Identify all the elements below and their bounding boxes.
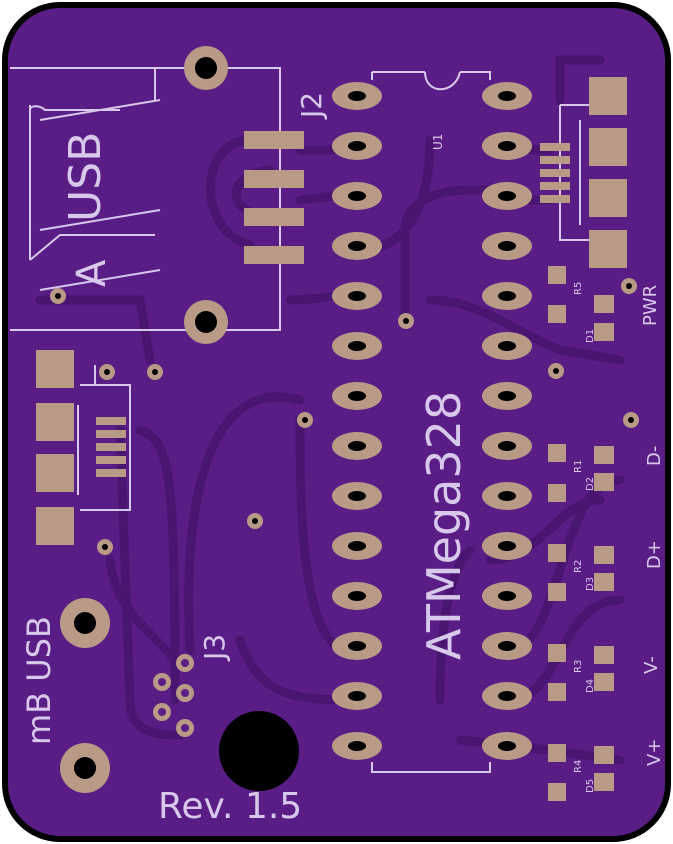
ic-pad-hole [498, 141, 516, 151]
d-plus-label: D+ [644, 540, 665, 569]
ic-pad-hole [348, 341, 366, 351]
v-plus-label: V+ [644, 739, 665, 766]
ic-pad-hole [348, 291, 366, 301]
ic-pad-hole [348, 241, 366, 251]
ic-pad-hole [348, 491, 366, 501]
usb-a-label: USB [60, 132, 111, 222]
u1-label: U1 [431, 134, 445, 150]
j2-pads [244, 131, 304, 264]
mounting-hole-large [219, 711, 299, 791]
ic-pads [332, 82, 532, 760]
mb-usb-label: mB USB [20, 616, 58, 745]
vias [50, 278, 639, 555]
v-minus-label: V- [641, 656, 662, 674]
mcu-label: ATMega328 [417, 391, 471, 660]
svg-text:D4: D4 [585, 679, 596, 693]
svg-text:D1: D1 [585, 329, 596, 343]
ic-pad-hole [348, 91, 366, 101]
svg-text:R3: R3 [573, 660, 584, 673]
ic-pad-hole [348, 741, 366, 751]
j3-label: J3 [198, 634, 231, 662]
ic-pad-hole [498, 291, 516, 301]
svg-text:D5: D5 [585, 779, 596, 793]
svg-text:R4: R4 [573, 760, 584, 773]
ic-pad-hole [498, 491, 516, 501]
component-designators: R5 D1 R1 D2 R2 D3 R3 D4 R4 D5 [573, 282, 596, 793]
resistor-led-pads [548, 266, 614, 801]
ic-pad-hole [498, 691, 516, 701]
ic-pad-hole [498, 641, 516, 651]
ic-pad-hole [348, 141, 366, 151]
ic-pad-hole [498, 391, 516, 401]
revision-label: Rev. 1.5 [158, 786, 302, 827]
mounting-holes [60, 46, 299, 793]
ic-pad-hole [348, 691, 366, 701]
ic-pad-hole [348, 641, 366, 651]
ic-pad-hole [498, 91, 516, 101]
silkscreen-outlines [10, 67, 600, 773]
svg-text:D2: D2 [585, 477, 596, 491]
svg-text:R5: R5 [573, 282, 584, 295]
ic-pad-hole [498, 191, 516, 201]
svg-text:D3: D3 [585, 577, 596, 591]
j2-label: J2 [295, 92, 328, 120]
ic-pad-hole [498, 741, 516, 751]
ic-pad-hole [498, 441, 516, 451]
micro-usb-right-pads [540, 77, 627, 268]
micro-usb-left-pads [36, 350, 126, 545]
ic-pad-hole [348, 541, 366, 551]
ic-pad-hole [348, 591, 366, 601]
svg-text:R2: R2 [573, 560, 584, 573]
pwr-label: PWR [640, 285, 661, 326]
ic-pad-hole [348, 441, 366, 451]
svg-text:R1: R1 [573, 460, 584, 473]
ic-pad-hole [498, 241, 516, 251]
ic-pad-hole [498, 341, 516, 351]
usb-a-letter: A [69, 259, 115, 287]
ic-pad-hole [498, 591, 516, 601]
ic-pad-hole [498, 541, 516, 551]
d-minus-label: D- [644, 446, 665, 466]
ic-pad-hole [348, 191, 366, 201]
ic-pad-hole [348, 391, 366, 401]
j3-header [153, 654, 194, 737]
